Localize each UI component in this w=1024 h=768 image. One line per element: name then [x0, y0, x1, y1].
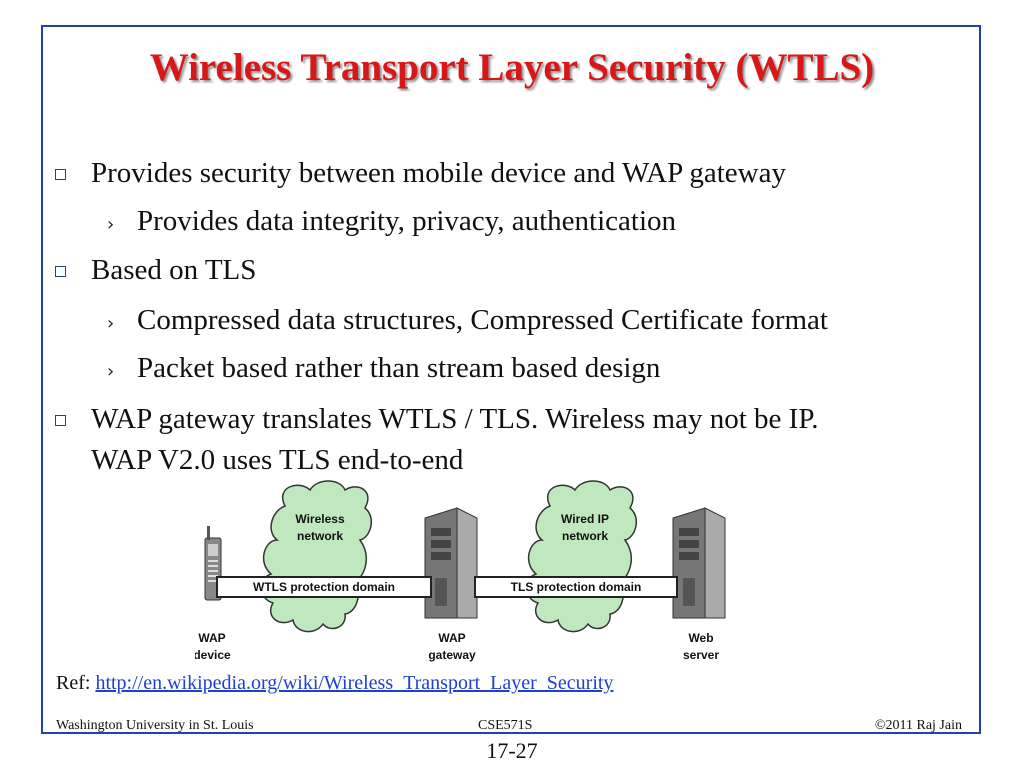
bullet-item-continuation: WAP V2.0 uses TLS end-to-end	[91, 444, 464, 476]
wtls-domain-bar	[216, 576, 432, 598]
sub-bullet-item: Compressed data structures, Compressed C…	[137, 304, 828, 336]
square-bullet-icon	[55, 415, 66, 426]
footer-institution: Washington University in St. Louis	[56, 718, 254, 733]
tls-domain-label: TLS protection domain	[511, 580, 642, 594]
chevron-right-icon: ›	[107, 361, 115, 382]
server-label: server	[683, 648, 719, 662]
reference-prefix: Ref:	[56, 672, 96, 694]
reference-line: Ref: http://en.wikipedia.org/wiki/Wirele…	[56, 672, 613, 695]
sub-bullet-item: Provides data integrity, privacy, authen…	[137, 205, 677, 237]
gateway-label: WAP	[438, 631, 465, 645]
footer-copyright: ©2011 Raj Jain	[874, 718, 962, 733]
bullet-item: Provides security between mobile device …	[91, 157, 786, 189]
device-label: device	[195, 648, 231, 662]
web-server-icon	[672, 507, 726, 619]
footer-course: CSE571S	[478, 718, 533, 733]
bullet-item: WAP gateway translates WTLS / TLS. Wirel…	[91, 403, 819, 435]
wireless-network-cloud	[260, 480, 373, 633]
wired-network-cloud	[525, 480, 638, 633]
wap-gateway-icon	[424, 507, 478, 619]
wireless-cloud-label: network	[297, 529, 343, 543]
device-label: WAP	[198, 631, 225, 645]
page-number: 17-27	[486, 738, 538, 763]
slide-title: Wireless Transport Layer Security (WTLS)	[149, 46, 875, 89]
tls-domain-bar	[474, 576, 678, 598]
chevron-right-icon: ›	[107, 214, 115, 235]
square-bullet-icon	[55, 266, 66, 277]
server-label: Web	[688, 631, 713, 645]
gateway-label: gateway	[428, 648, 476, 662]
bullet-item: Based on TLS	[91, 254, 257, 286]
wired-cloud-label: network	[562, 529, 608, 543]
wtls-domain-label: WTLS protection domain	[253, 580, 395, 594]
reference-link[interactable]: http://en.wikipedia.org/wiki/Wireless_Tr…	[95, 672, 614, 694]
wireless-cloud-label: Wireless	[295, 512, 345, 526]
wtls-architecture-diagram: Wireless network Wired IP network WTLS p…	[195, 480, 726, 662]
slide-frame	[41, 25, 981, 734]
sub-bullet-item: Packet based rather than stream based de…	[137, 352, 661, 384]
square-bullet-icon	[55, 169, 66, 180]
wired-cloud-label: Wired IP	[561, 512, 609, 526]
chevron-right-icon: ›	[107, 313, 115, 334]
